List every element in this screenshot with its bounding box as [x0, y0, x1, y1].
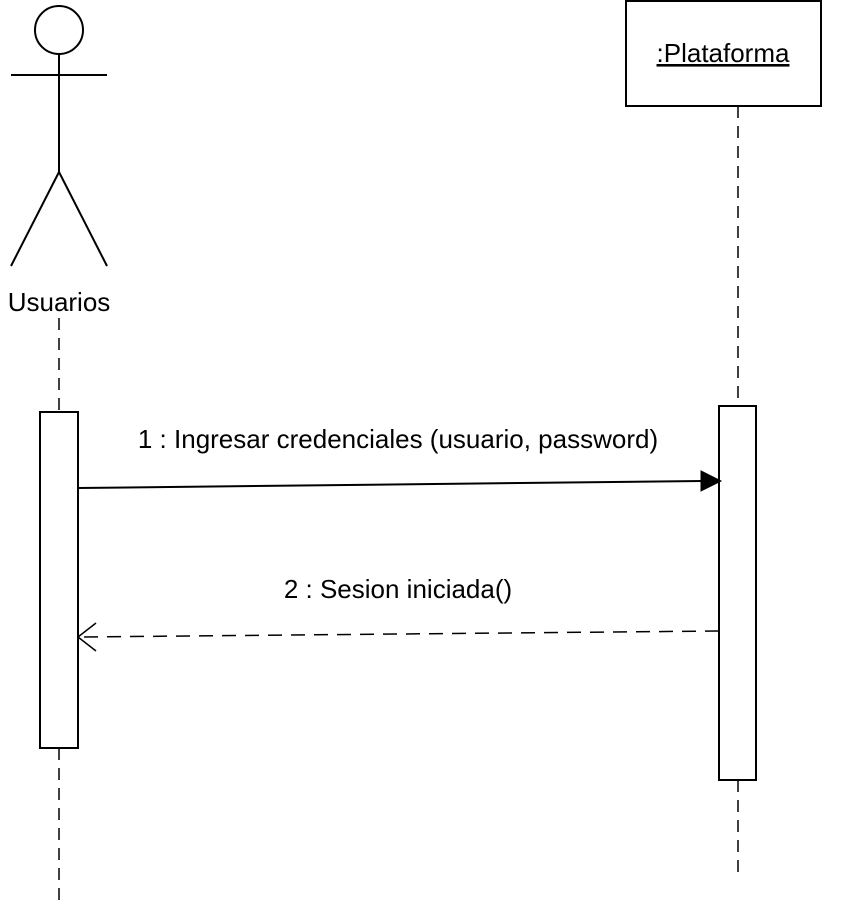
message-1-line	[77, 480, 703, 489]
actor-head	[34, 5, 84, 55]
object-activation-bar[interactable]	[718, 405, 757, 781]
object-box	[625, 0, 822, 107]
message-1-ingresar-credenciales[interactable]: 1 : Ingresar credenciales (usuario, pass…	[77, 424, 723, 492]
actor-right-leg	[58, 171, 108, 267]
actor-usuarios[interactable]: Usuarios	[8, 5, 111, 317]
object-plataforma[interactable]: :Plataforma	[625, 0, 822, 107]
object-name-label: :Plataforma	[657, 38, 790, 68]
actor-left-leg	[10, 171, 60, 267]
message-2-line	[79, 630, 720, 638]
message-1-arrowhead	[700, 470, 723, 492]
message-2-label: 2 : Sesion iniciada()	[284, 574, 512, 604]
actor-activation-bar[interactable]	[39, 411, 79, 749]
message-2-sesion-iniciada[interactable]: 2 : Sesion iniciada()	[76, 574, 720, 652]
message-2-arrowhead	[76, 622, 97, 652]
actor-name-label: Usuarios	[8, 287, 111, 317]
message-1-label: 1 : Ingresar credenciales (usuario, pass…	[138, 424, 658, 454]
